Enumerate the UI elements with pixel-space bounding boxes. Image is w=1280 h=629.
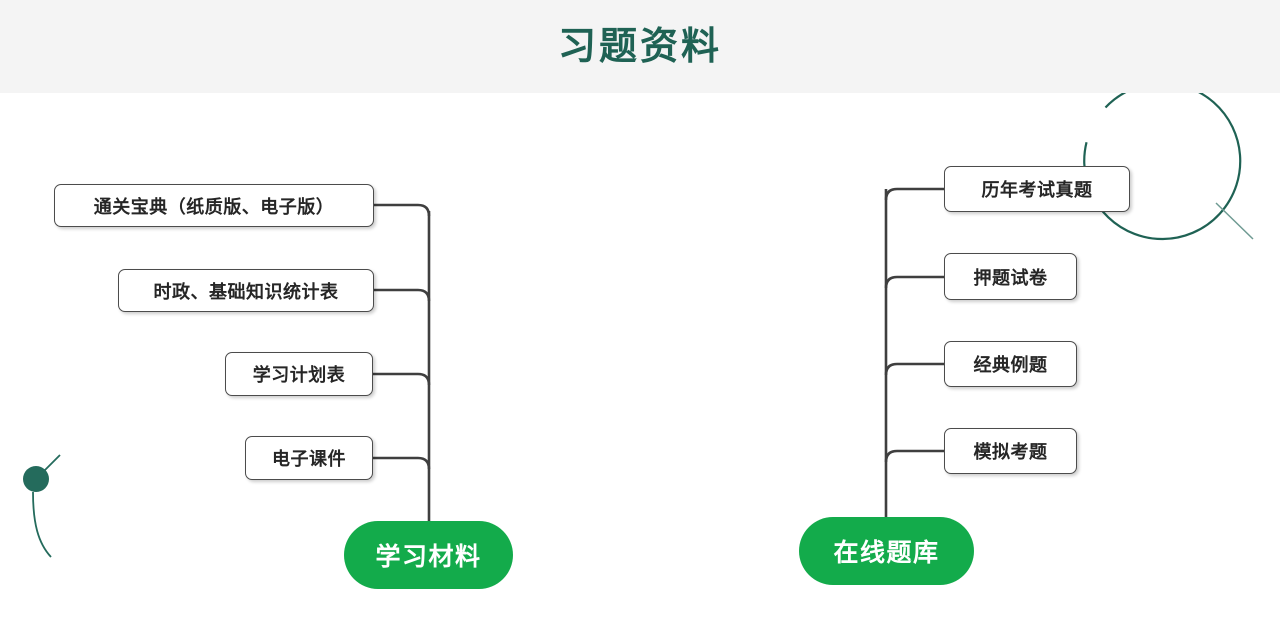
node-right-child-3[interactable]: 经典例题 xyxy=(944,341,1077,387)
decor-tick-icon xyxy=(43,454,61,472)
node-left-child-3[interactable]: 学习计划表 xyxy=(225,352,373,396)
left-branch-3 xyxy=(373,372,431,386)
node-left-child-1[interactable]: 通关宝典（纸质版、电子版） xyxy=(54,184,374,227)
node-right-child-4[interactable]: 模拟考题 xyxy=(944,428,1077,474)
right-branch-4 xyxy=(884,449,944,463)
node-right-child-1[interactable]: 历年考试真题 xyxy=(944,166,1130,212)
page-title: 习题资料 xyxy=(557,25,722,68)
right-branch-2 xyxy=(884,275,944,289)
decor-curve-icon xyxy=(32,491,52,558)
root-node-study-materials[interactable]: 学习材料 xyxy=(344,521,513,589)
page-header: 习题资料 xyxy=(0,0,1280,93)
mindmap-canvas: 通关宝典（纸质版、电子版） 时政、基础知识统计表 学习计划表 电子课件 学习材料… xyxy=(0,93,1280,629)
decor-dot-icon xyxy=(23,466,49,492)
left-branch-4 xyxy=(373,456,431,470)
magnifier-handle-icon xyxy=(1215,202,1254,240)
node-right-child-2[interactable]: 押题试卷 xyxy=(944,253,1077,300)
left-branch-2 xyxy=(374,288,431,302)
right-branch-3 xyxy=(884,362,944,376)
node-left-child-2[interactable]: 时政、基础知识统计表 xyxy=(118,269,374,312)
root-node-online-question-bank[interactable]: 在线题库 xyxy=(799,517,974,585)
left-branch-1 xyxy=(374,203,431,217)
node-left-child-4[interactable]: 电子课件 xyxy=(245,436,373,480)
right-branch-1 xyxy=(884,187,944,201)
